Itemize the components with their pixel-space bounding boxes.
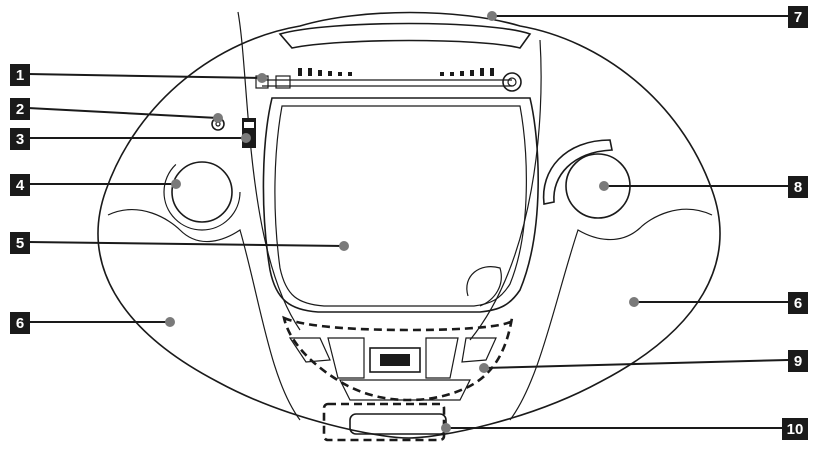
callout-10-label: 10	[787, 421, 804, 438]
callout-6-left: 6	[10, 312, 175, 334]
outer-shell	[97, 11, 721, 439]
callout-9-label: 9	[794, 353, 802, 370]
handle[interactable]	[278, 22, 532, 49]
tuning-scale	[542, 139, 613, 205]
cd-lid-inner	[274, 105, 527, 307]
callout-9: 9	[479, 350, 808, 373]
control-buttons	[288, 337, 497, 401]
callout-10: 10	[441, 418, 808, 440]
vent-slots-left	[298, 68, 352, 76]
callout-2-label: 2	[16, 101, 24, 118]
right-speaker-divider	[509, 208, 713, 421]
cd-door-highlight	[322, 402, 446, 442]
volume-knob-ring	[163, 153, 241, 231]
volume-knob[interactable]	[171, 161, 233, 223]
device-body	[97, 11, 721, 442]
antenna[interactable]	[255, 68, 522, 92]
callout-6-right-label: 6	[794, 295, 802, 312]
cd-lid[interactable]	[262, 97, 539, 313]
callout-8-label: 8	[794, 179, 802, 196]
callout-7-label: 7	[794, 9, 802, 26]
lid-notch	[466, 266, 502, 307]
front-panel	[237, 11, 542, 341]
callout-8: 8	[599, 176, 808, 198]
callout-7: 7	[487, 6, 808, 28]
cd-door-button[interactable]	[349, 413, 447, 435]
vent-slots-right	[440, 68, 494, 76]
callout-1: 1	[10, 64, 267, 86]
callout-3-label: 3	[16, 131, 24, 148]
display-window	[380, 354, 410, 366]
callout-1-label: 1	[16, 67, 24, 84]
callout-4-label: 4	[16, 177, 25, 194]
callout-5-label: 5	[16, 235, 24, 252]
callout-6-right: 6	[629, 292, 808, 314]
callout-4: 4	[10, 174, 181, 196]
callout-5: 5	[10, 232, 349, 254]
buttons-highlight	[282, 315, 514, 402]
callout-6-left-label: 6	[16, 315, 24, 332]
left-speaker-divider	[107, 209, 301, 421]
callout-2: 2	[10, 98, 223, 123]
function-switch-knob	[244, 122, 254, 128]
callout-3: 3	[10, 128, 251, 150]
